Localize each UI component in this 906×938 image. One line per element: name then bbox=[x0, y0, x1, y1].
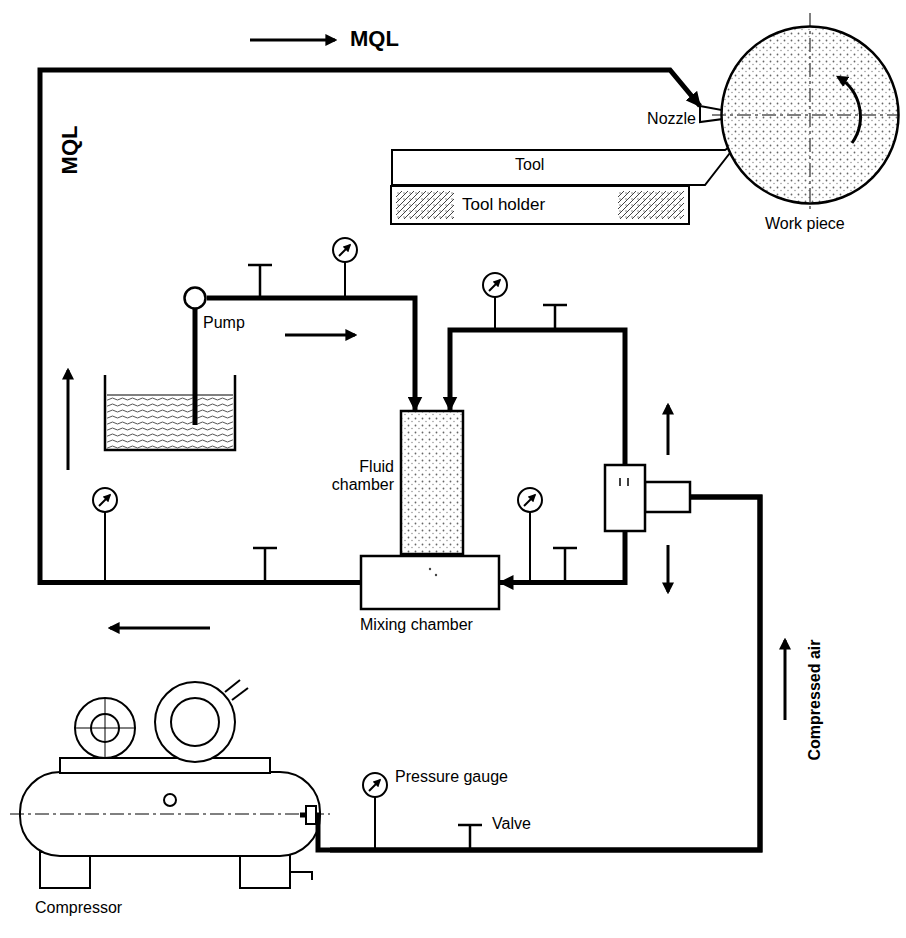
pump: Pump bbox=[183, 286, 207, 310]
flow-label: Compressed air bbox=[806, 640, 824, 761]
part-label: Pressure gauge bbox=[395, 768, 508, 786]
part-label: Tool bbox=[515, 156, 544, 174]
node-label: Mixing chamber bbox=[360, 616, 473, 634]
node-label: Compressor bbox=[35, 899, 122, 917]
mixing-chamber: Mixing chamber bbox=[360, 555, 500, 610]
node-label: Tool holder bbox=[462, 195, 545, 215]
air-splitter bbox=[605, 465, 690, 531]
compressor-shape bbox=[10, 680, 330, 895]
pipe-connector bbox=[330, 497, 760, 850]
valve-symbol bbox=[248, 265, 577, 850]
pipe-connector bbox=[40, 70, 700, 583]
pump-shape bbox=[183, 286, 207, 310]
cutting-tool bbox=[392, 140, 740, 185]
mixing-chamber-shape bbox=[360, 555, 500, 610]
tool-holder: Tool holder bbox=[390, 185, 690, 225]
compressor-drawing bbox=[10, 680, 330, 888]
node-label: Nozzle bbox=[647, 110, 696, 128]
node-label: Work piece bbox=[765, 215, 845, 233]
node-label: Pump bbox=[203, 314, 245, 332]
flow-arrow bbox=[68, 40, 785, 720]
work-piece-shape bbox=[720, 25, 900, 205]
pipe-connector bbox=[330, 330, 760, 850]
work-piece: Work piece bbox=[720, 25, 900, 205]
part-label: Valve bbox=[492, 815, 531, 833]
node-label: Fluid chamber bbox=[322, 458, 394, 495]
fluid-chamber: Fluid chamber bbox=[400, 410, 464, 555]
flow-label: MQL bbox=[350, 26, 399, 51]
flow-label: MQL bbox=[57, 126, 82, 175]
fluid-chamber-shape bbox=[400, 410, 464, 555]
compressor: Compressor bbox=[10, 680, 330, 895]
